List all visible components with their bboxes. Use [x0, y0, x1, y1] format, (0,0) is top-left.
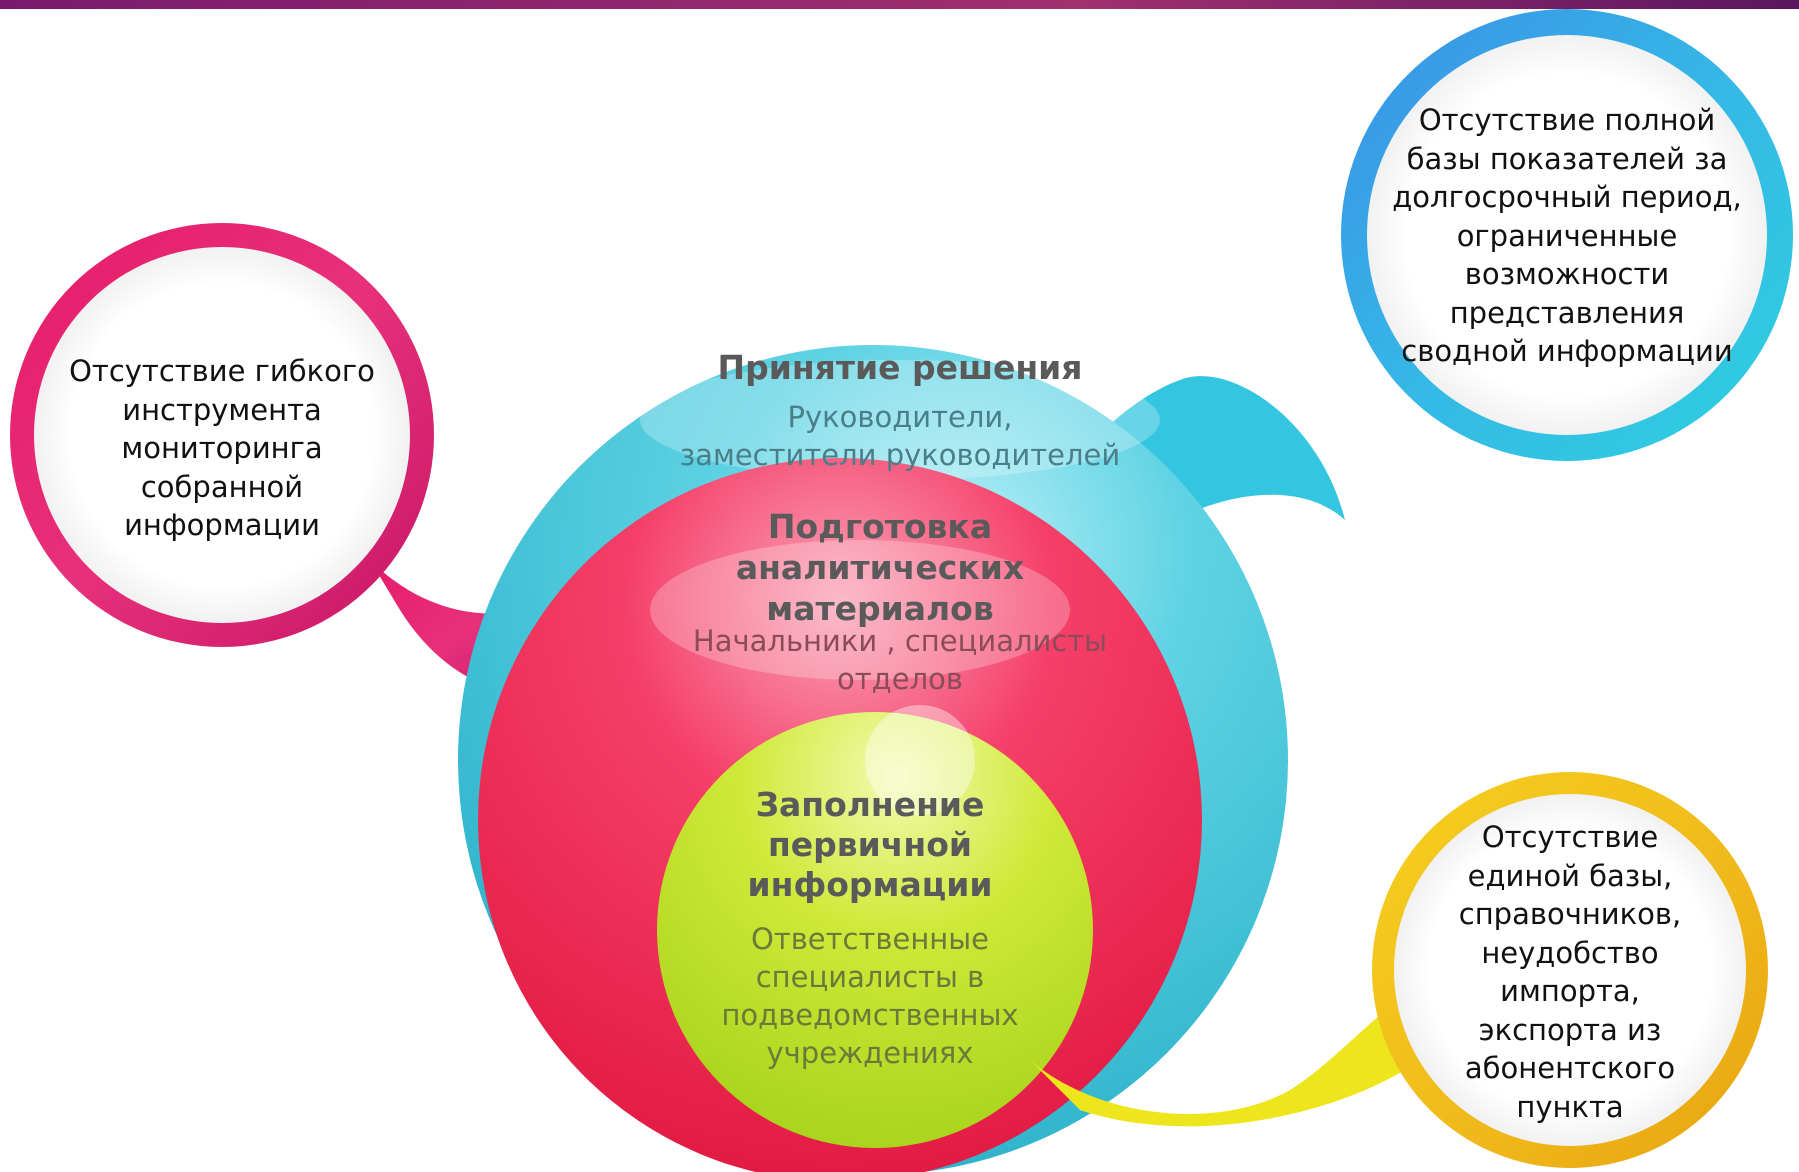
bottom-right-problem-line: экспорта из: [1478, 1012, 1662, 1047]
left-problem-bubble: [34, 247, 410, 623]
inner-subtitle-line: учреждениях: [766, 1036, 974, 1070]
outer-level-title: Принятие решения: [717, 348, 1083, 387]
bottom-right-problem-line: справочников,: [1458, 897, 1682, 931]
top-right-problem-line: Отсутствие полной: [1418, 103, 1716, 137]
inner-level-title: Заполнение первичной информации: [700, 785, 1040, 905]
left-problem-line: мониторинга: [121, 431, 323, 465]
middle-level-subtitle: Начальники , специалисты отделов: [640, 622, 1160, 698]
inner-level-circle: [657, 712, 1093, 1148]
top-right-problem-line: долгосрочный период,: [1392, 180, 1742, 214]
middle-subtitle-line: Начальники , специалисты: [692, 624, 1108, 658]
middle-highlight: [650, 540, 1070, 680]
left-problem-line: собранной: [140, 469, 304, 504]
bottom-right-problem-line: Отсутствие: [1481, 820, 1659, 854]
middle-title-line: Подготовка: [767, 507, 993, 546]
middle-title-line: материалов: [766, 589, 994, 628]
inner-title-line: Заполнение: [755, 785, 985, 824]
top-right-problem-line: ограниченные: [1456, 218, 1678, 253]
left-problem-text: Отсутствие гибкого инструмента мониторин…: [62, 352, 382, 545]
top-right-problem-line: сводной информации: [1401, 334, 1733, 368]
bottom-right-problem-text: Отсутствие единой базы, справочников, не…: [1420, 818, 1720, 1126]
outer-level-subtitle: Руководители, заместители руководителей: [640, 398, 1160, 474]
outer-subtitle-line: Руководители,: [787, 400, 1013, 434]
bottom-right-problem-line: пункта: [1516, 1089, 1624, 1124]
inner-level-subtitle: Ответственные специалисты в подведомстве…: [700, 920, 1040, 1072]
bottom-right-connector: [1030, 990, 1420, 1127]
outer-highlight: [640, 360, 1160, 480]
left-problem-line: информации: [124, 508, 320, 542]
left-problem-line: инструмента: [122, 392, 322, 427]
middle-level-title: Подготовка аналитических материалов: [630, 506, 1130, 629]
top-right-problem-text: Отсутствие полной базы показателей за до…: [1392, 101, 1742, 371]
inner-subtitle-line: специалисты в: [755, 960, 985, 994]
inner-subtitle-line: подведомственных: [721, 998, 1019, 1032]
left-problem-line: Отсутствие гибкого: [69, 354, 375, 388]
bottom-right-problem-line: абонентского: [1464, 1051, 1676, 1085]
bottom-right-problem-line: импорта,: [1500, 974, 1640, 1008]
top-right-problem-bubble: [1367, 35, 1767, 435]
top-right-problem-line: возможности: [1464, 257, 1670, 291]
inner-title-line: информации: [747, 865, 993, 904]
inner-title-line: первичной: [767, 825, 973, 864]
middle-title-line: аналитических: [735, 548, 1025, 587]
bottom-right-problem-line: единой базы,: [1467, 858, 1673, 893]
top-right-problem-line: представления: [1449, 295, 1685, 330]
top-accent-bar-fill: [0, 0, 1799, 9]
bottom-right-problem-line: неудобство: [1481, 935, 1659, 970]
outer-subtitle-line: заместители руководителей: [679, 438, 1121, 472]
inner-highlight: [865, 705, 975, 815]
bottom-right-problem-bubble: [1394, 794, 1746, 1146]
top-right-problem-line: базы показателей за: [1406, 141, 1728, 176]
middle-subtitle-line: отделов: [837, 662, 963, 696]
inner-subtitle-line: Ответственные: [751, 922, 989, 956]
